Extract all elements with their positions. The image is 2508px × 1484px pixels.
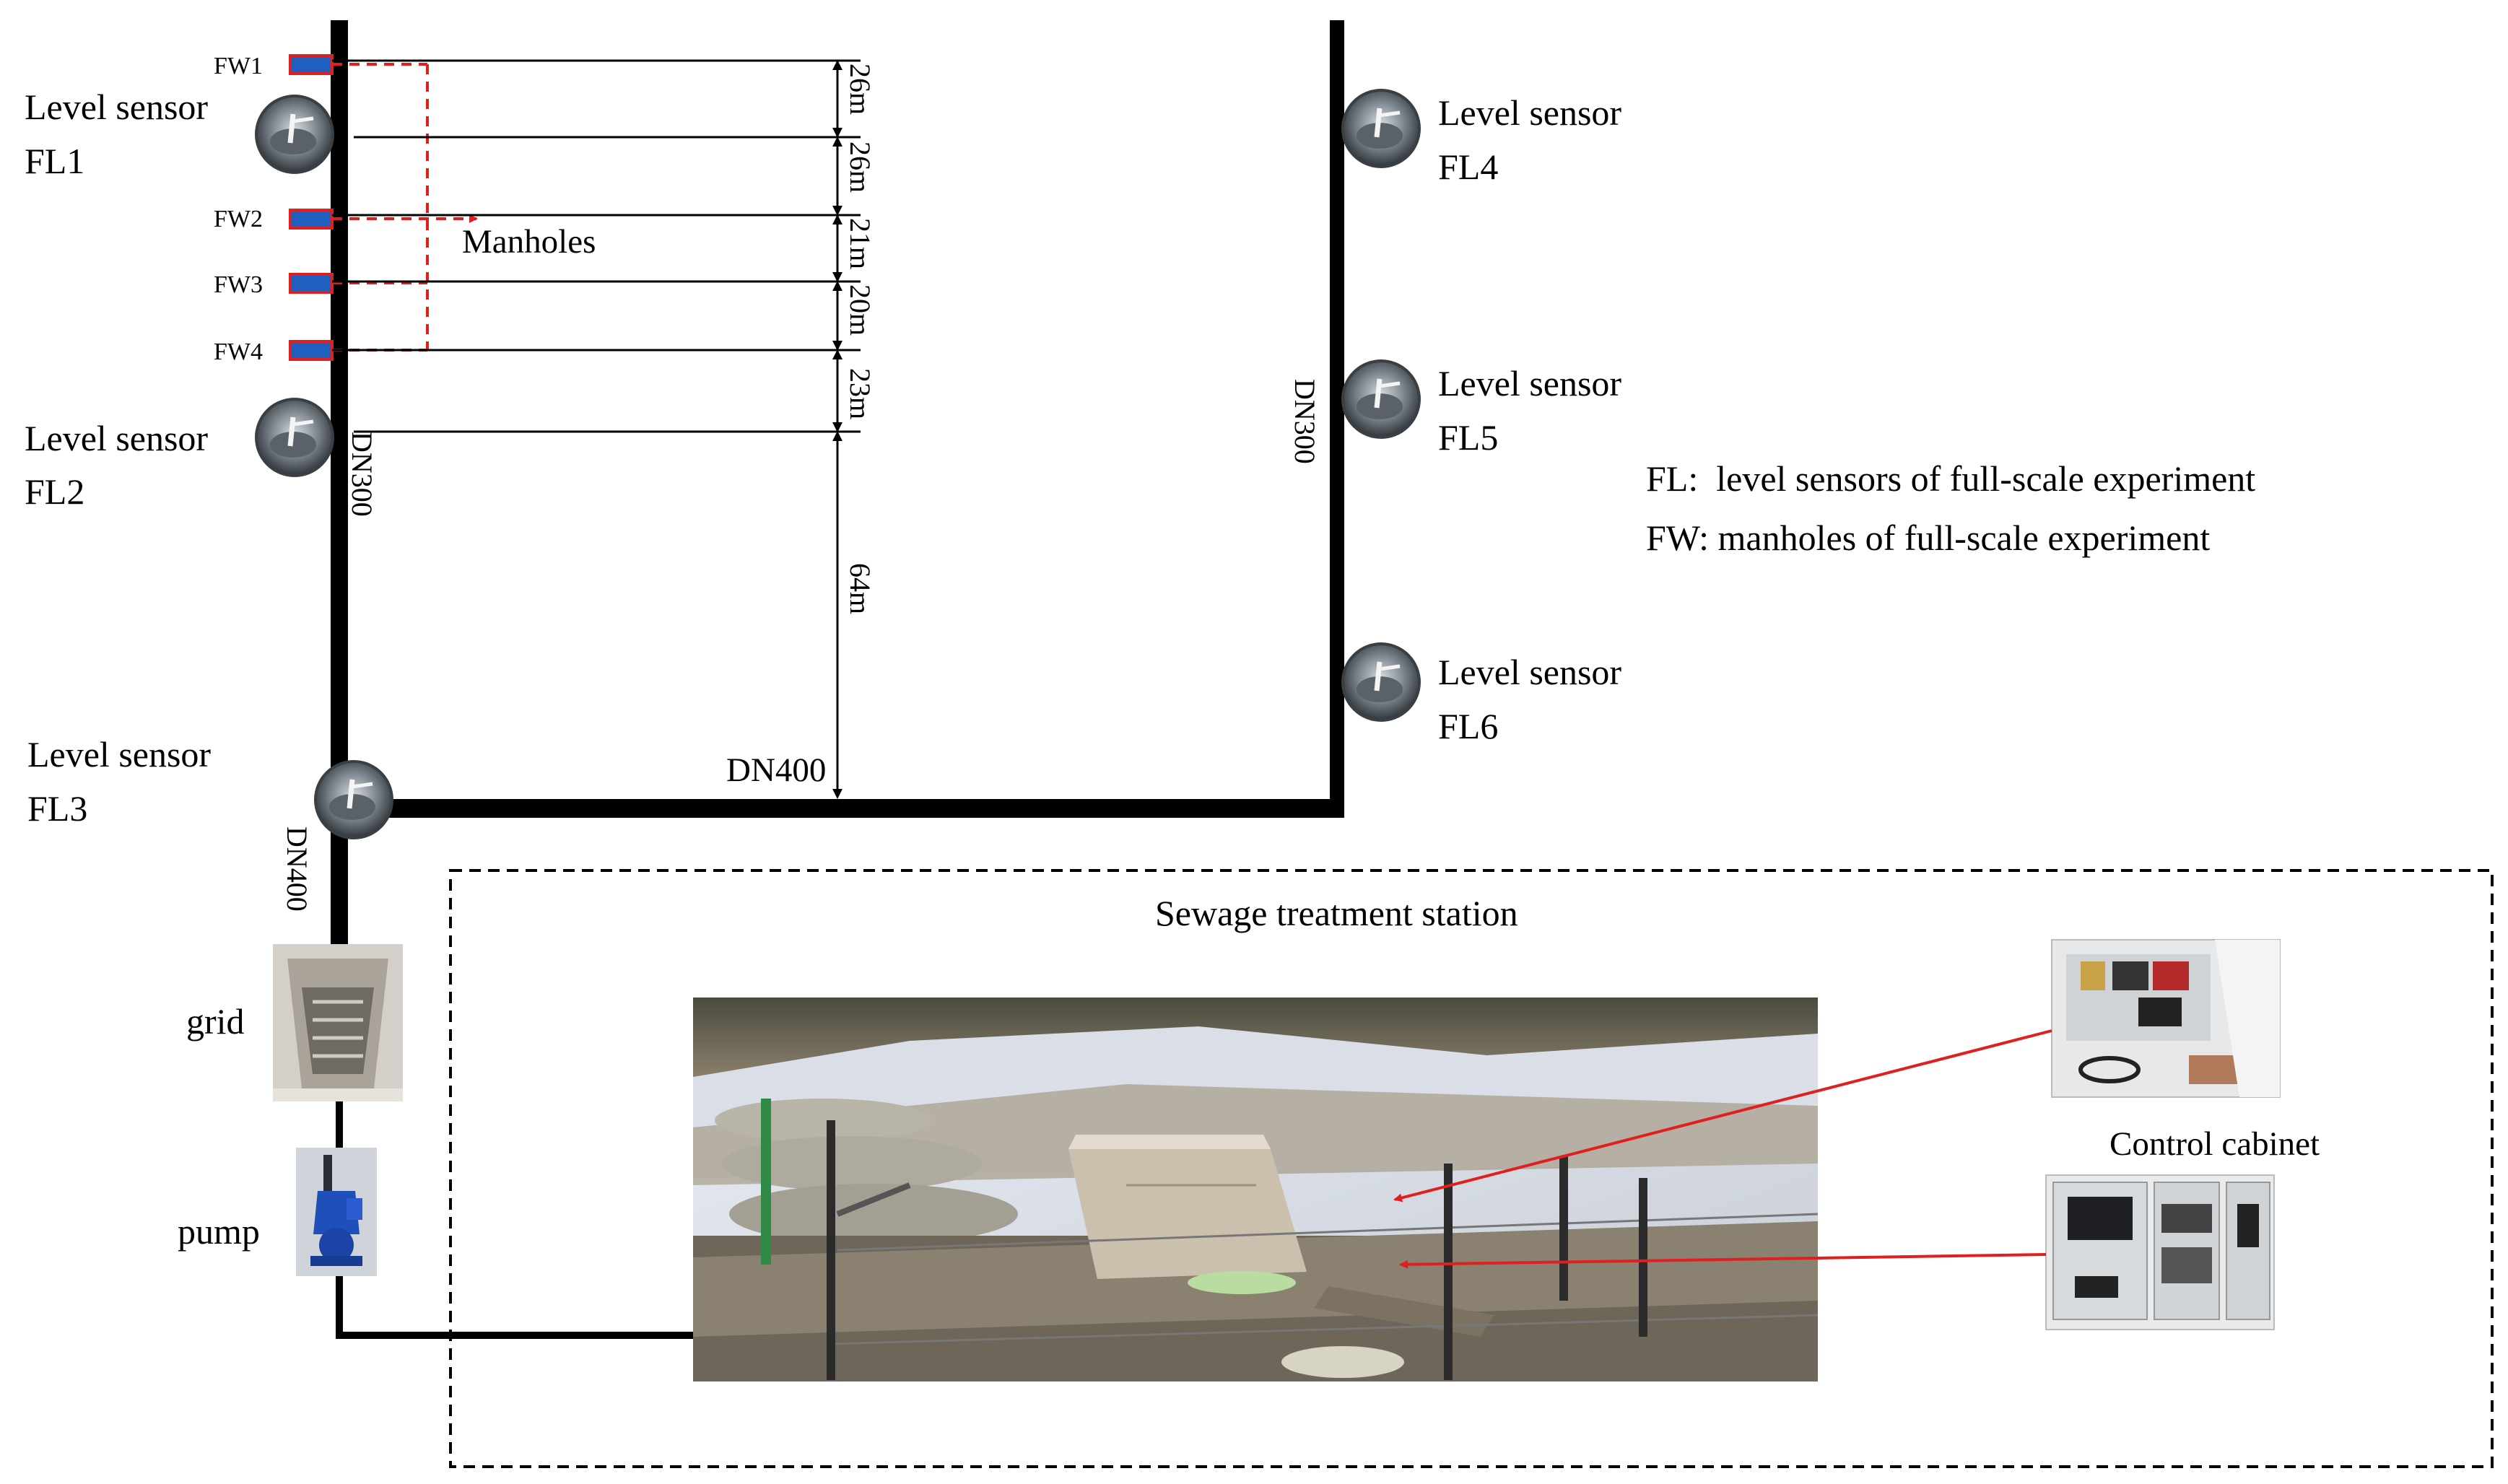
control-cabinet-photo-top bbox=[2051, 939, 2281, 1098]
sensor-fl4-line1: Level sensor bbox=[1438, 92, 1621, 133]
manholes-label: Manholes bbox=[462, 223, 596, 261]
legend-fw: FW: manholes of full-scale experiment bbox=[1646, 518, 2210, 558]
legend: FL: level sensors of full-scale experime… bbox=[1646, 458, 2255, 558]
sensor-fl3-line2: FL3 bbox=[27, 788, 87, 829]
grid-photo bbox=[273, 944, 403, 1101]
level-sensor-fl3-icon bbox=[314, 760, 393, 839]
sensor-fl3-line1: Level sensor bbox=[27, 734, 211, 774]
manhole-fw3-label: FW3 bbox=[214, 271, 263, 298]
pipe-label-right: DN300 bbox=[1289, 379, 1321, 464]
pipe-label-left-upper: DN300 bbox=[346, 432, 378, 517]
grid-label: grid bbox=[186, 1001, 245, 1042]
pump-label: pump bbox=[178, 1211, 260, 1252]
distance-d2: 26m bbox=[844, 141, 876, 193]
manhole-fw3 bbox=[289, 273, 334, 294]
distance-d4: 20m bbox=[844, 284, 876, 336]
pipe-label-bottom-main: DN400 bbox=[726, 751, 826, 789]
cabinet-pointers bbox=[1393, 1029, 2052, 1269]
distance-d6: 64m bbox=[844, 563, 876, 614]
station-photo bbox=[693, 998, 1819, 1382]
sensor-fl5-line2: FL5 bbox=[1438, 417, 1498, 458]
sensor-icons bbox=[255, 89, 1421, 839]
sensor-fl5-line1: Level sensor bbox=[1438, 363, 1621, 403]
level-sensor-fl5-icon bbox=[1341, 359, 1421, 439]
manhole-fw4 bbox=[289, 340, 334, 361]
sensor-labels: Level sensor FL1 Level sensor FL2 Level … bbox=[25, 87, 1621, 829]
manhole-group: FW1 FW2 FW3 FW4 bbox=[214, 53, 334, 365]
station-title: Sewage treatment station bbox=[1155, 893, 1518, 933]
distance-d5: 23m bbox=[844, 368, 876, 419]
level-sensor-fl6-icon bbox=[1341, 642, 1421, 722]
dimension-labels: 26m 26m 21m 20m 23m 64m bbox=[844, 64, 876, 614]
level-sensor-fl4-icon bbox=[1341, 89, 1421, 168]
manhole-fw1 bbox=[289, 54, 334, 75]
manhole-fw2 bbox=[289, 209, 334, 230]
sensor-fl2-line1: Level sensor bbox=[25, 418, 208, 458]
manhole-fw2-label: FW2 bbox=[214, 206, 263, 232]
distance-d3: 21m bbox=[844, 218, 876, 269]
manhole-fw1-label: FW1 bbox=[214, 53, 263, 79]
sensor-fl2-line2: FL2 bbox=[25, 471, 84, 512]
sensor-fl1-line2: FL1 bbox=[25, 141, 84, 181]
legend-fl: FL: level sensors of full-scale experime… bbox=[1646, 458, 2255, 499]
pump-photo bbox=[296, 1148, 377, 1276]
manhole-fw4-label: FW4 bbox=[214, 339, 263, 365]
pipe-label-left-lower: DN400 bbox=[281, 826, 313, 912]
station-boundary bbox=[449, 869, 2494, 1468]
pipe-to-station bbox=[336, 1097, 693, 1339]
level-sensor-fl2-icon bbox=[255, 398, 334, 477]
dimension-lines bbox=[332, 59, 861, 799]
sensor-fl6-line1: Level sensor bbox=[1438, 652, 1621, 692]
distance-d1: 26m bbox=[844, 64, 876, 115]
sensor-fl6-line2: FL6 bbox=[1438, 706, 1498, 746]
sensor-fl4-line2: FL4 bbox=[1438, 147, 1498, 187]
manholes-bracket bbox=[332, 63, 478, 352]
control-cabinet-photo-bottom bbox=[2045, 1174, 2275, 1330]
sensor-fl1-line1: Level sensor bbox=[25, 87, 208, 127]
control-cabinet-label: Control cabinet bbox=[2109, 1125, 2320, 1163]
level-sensor-fl1-icon bbox=[255, 95, 334, 174]
